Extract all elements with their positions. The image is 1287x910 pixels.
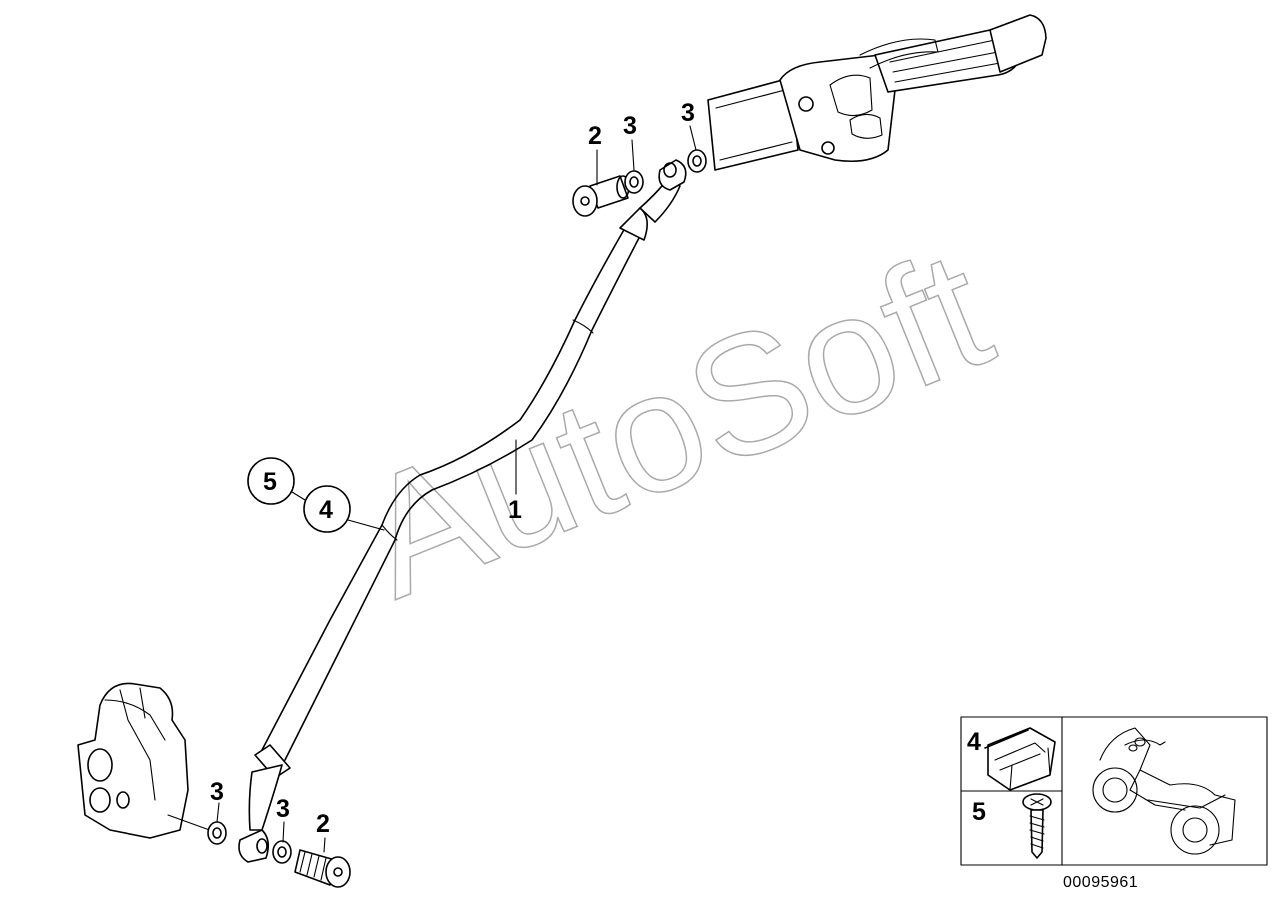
reference-number: 00095961 [1063,874,1138,891]
leader-lines [216,125,697,853]
caliper-block [77,682,216,839]
motorcycle-icon [1092,727,1236,855]
callout-clip-circle-label: 4 [319,496,333,524]
screw-icon [1022,793,1052,859]
watermark: AutoSoft [337,213,1014,635]
bolt-top [572,175,630,217]
inset-screw-label: 5 [972,798,986,826]
handlebar-master-cylinder [707,14,1047,171]
bolt-bottom [294,849,351,888]
inset-box: 4 5 [960,716,1268,866]
callout-screw-circle-label: 5 [263,468,277,496]
callout-circle-screw: 5 [247,457,295,505]
brake-hose [238,159,687,863]
callout-bolt-bottom: 2 [316,810,330,838]
callout-washer-bottom-left: 3 [210,778,224,806]
callout-washer-top-right: 3 [681,99,695,127]
callout-washer-bottom-right: 3 [276,795,290,823]
washer-bottom-left [207,821,227,845]
washer-top-right [687,149,707,173]
washer-bottom-right [272,840,292,864]
clip-icon [984,727,1056,791]
callout-bolt-top: 2 [588,122,602,150]
callout-hose: 1 [508,496,522,524]
watermark-text: AutoSoft [338,214,1014,634]
callout-circle-clip: 4 [303,485,351,533]
inset-clip-label: 4 [967,728,981,756]
washer-top-left [624,170,644,194]
callout-washer-top-left: 3 [623,112,637,140]
